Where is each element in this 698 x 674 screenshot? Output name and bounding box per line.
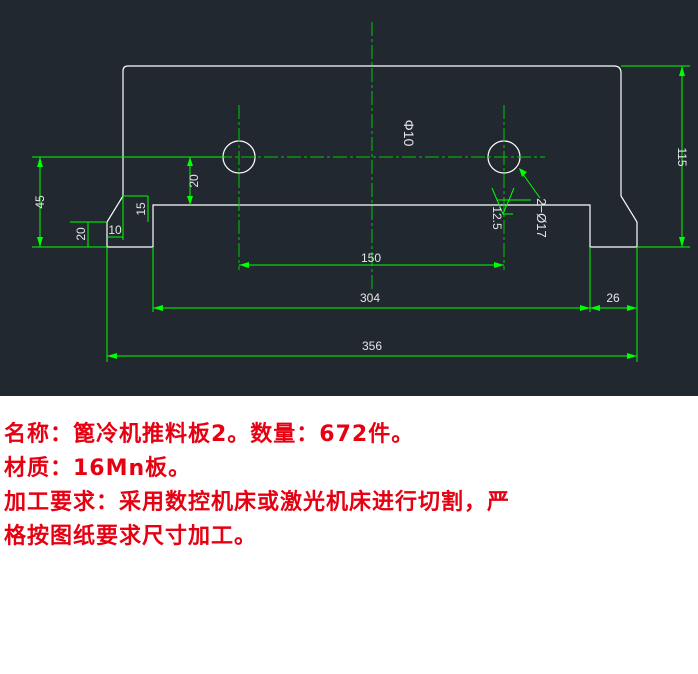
dim-356: 356 — [362, 339, 382, 353]
hole-diameter-label: Φ10 — [401, 120, 417, 147]
note-material: 材质：16Mn板。 — [4, 456, 192, 481]
note-processing-requirement-cont: 格按图纸要求尺寸加工。 — [4, 524, 258, 549]
dim-115: 115 — [675, 147, 689, 166]
slot-label: 2−Ø17 — [534, 198, 549, 237]
center-lines — [195, 22, 545, 290]
note-processing-requirement: 加工要求：采用数控机床或激光机床进行切割，严 — [4, 490, 511, 515]
dim-20-bottom: 20 — [74, 227, 88, 241]
dimension-lines — [32, 65, 690, 362]
part-outline — [106, 65, 638, 248]
dim-26: 26 — [606, 291, 620, 305]
cad-drawing-area: 356 304 26 150 115 45 20 20 15 10 Φ10 2−… — [0, 0, 698, 396]
part-drawing: 356 304 26 150 115 45 20 20 15 10 Φ10 2−… — [32, 22, 690, 362]
dim-15: 15 — [134, 202, 148, 216]
dimension-arrows — [37, 66, 685, 359]
dim-10: 10 — [108, 223, 122, 237]
dim-304: 304 — [360, 291, 380, 305]
roughness-label: 12.5 — [490, 206, 504, 230]
note-name-quantity: 名称：篦冷机推料板2。数量：672件。 — [4, 422, 415, 447]
dim-20-hole: 20 — [187, 174, 201, 188]
dim-150: 150 — [361, 251, 381, 265]
dim-45: 45 — [33, 195, 47, 209]
requirements-text: 名称：篦冷机推料板2。数量：672件。 材质：16Mn板。 加工要求：采用数控机… — [4, 418, 694, 554]
